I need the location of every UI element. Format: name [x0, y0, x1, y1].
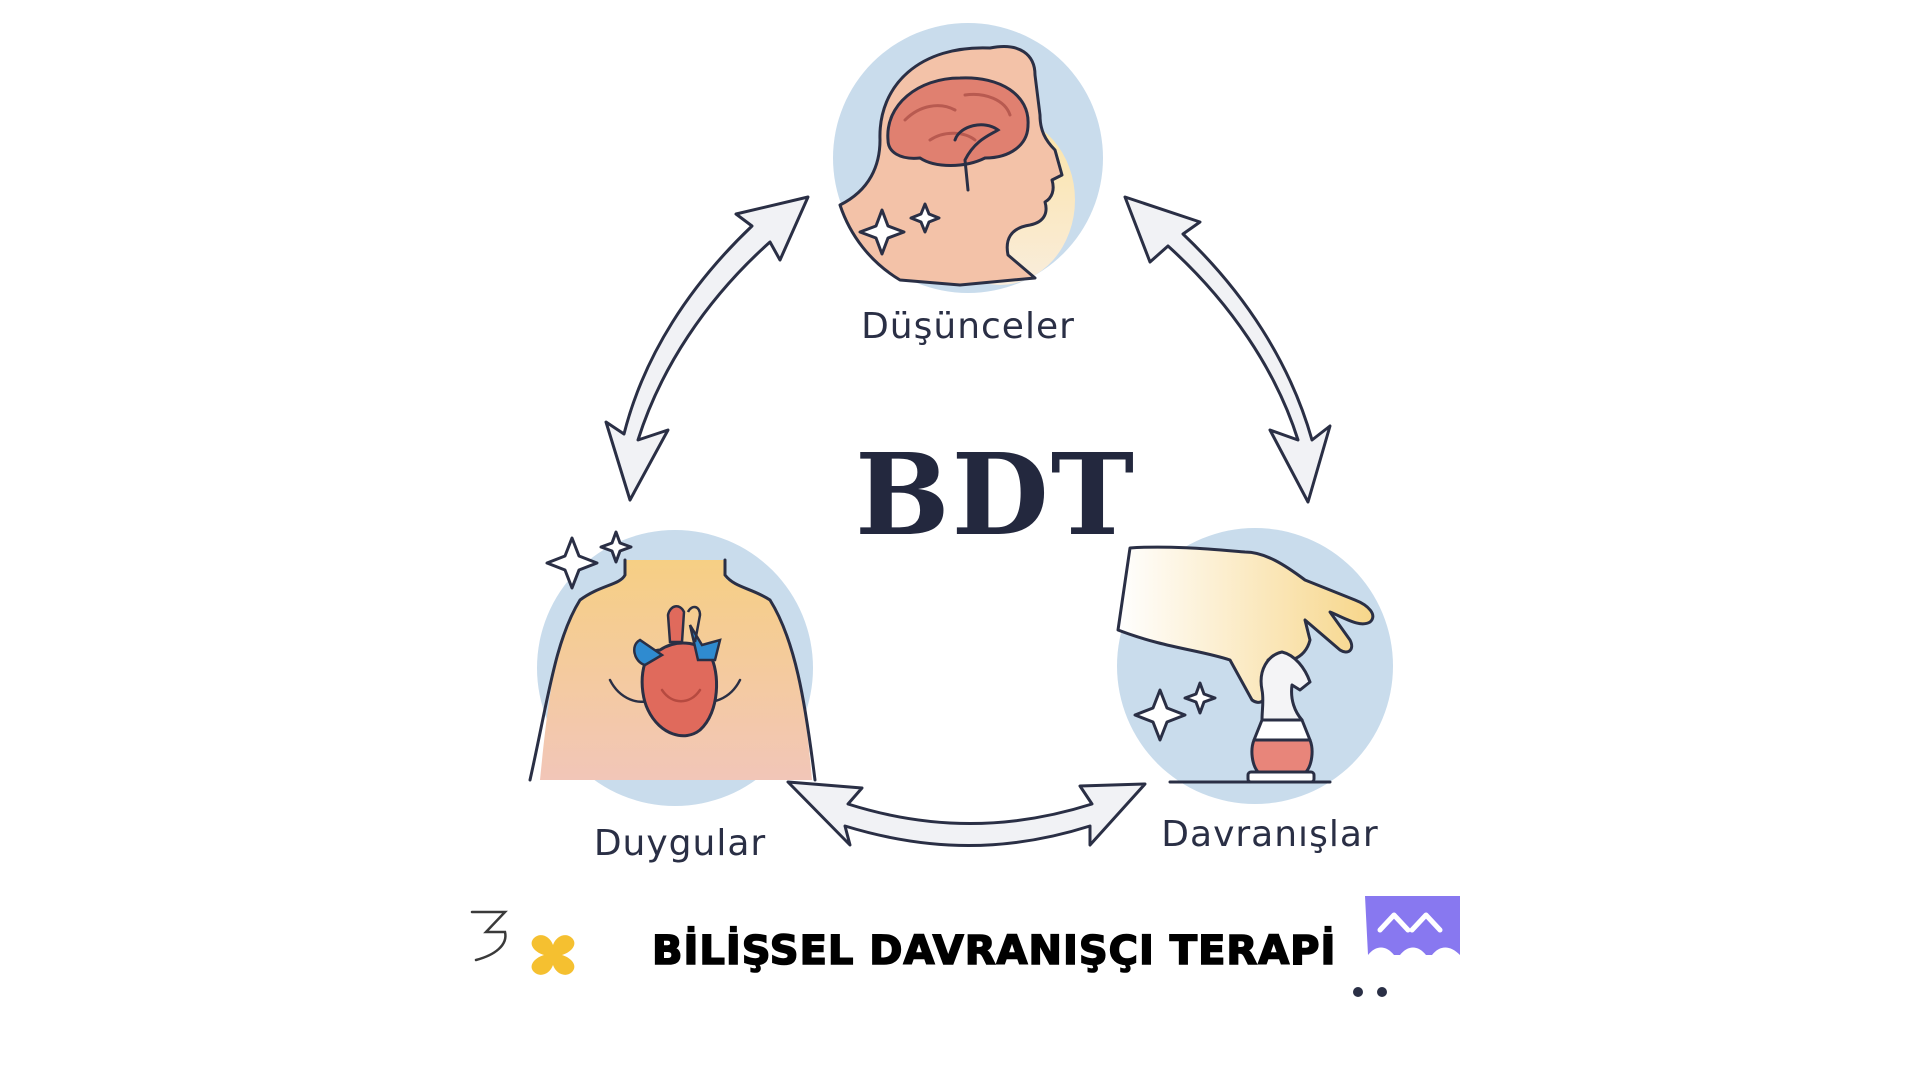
node-label-thoughts: Düşünceler	[861, 306, 1075, 347]
center-label-bdt: BDT	[855, 430, 1137, 561]
purple-wave-icon	[1365, 896, 1460, 955]
arrow-thoughts-emotions	[604, 195, 810, 502]
node-label-emotions: Duygular	[594, 823, 766, 864]
arrow-thoughts-behaviors	[1123, 195, 1332, 504]
dots-icon	[1353, 987, 1387, 997]
arrow-emotions-behaviors	[786, 780, 1147, 847]
footer-title: BİLİŞSEL DAVRANIŞÇI TERAPİ	[651, 927, 1337, 975]
yellow-x-icon	[531, 935, 575, 975]
chest-heart-icon	[528, 530, 817, 806]
node-label-behaviors: Davranışlar	[1161, 814, 1378, 855]
head-brain-icon	[833, 23, 1103, 293]
squiggle-icon	[470, 910, 508, 962]
hand-chess-icon	[1116, 528, 1393, 804]
